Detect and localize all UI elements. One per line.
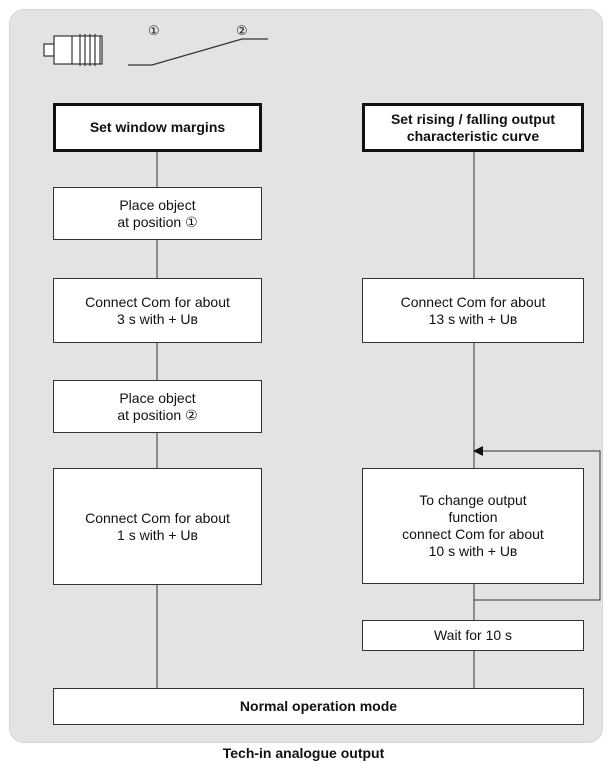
left-flow-title: Set window margins bbox=[53, 103, 262, 152]
step-place-object-2: Place object at position ② bbox=[53, 380, 262, 433]
final-step-text: Normal operation mode bbox=[239, 698, 398, 714]
step-text: Place object at position ① bbox=[117, 196, 198, 230]
step-connect-3s: Connect Com for about 3 s with + Uʙ bbox=[53, 278, 262, 343]
loop-back-line bbox=[474, 450, 601, 601]
step-text: Connect Com for about 3 s with + Uʙ bbox=[85, 293, 230, 327]
step-text: Wait for 10 s bbox=[433, 627, 513, 643]
step-place-object-1: Place object at position ① bbox=[53, 187, 262, 240]
step-connect-13s: Connect Com for about 13 s with + Uʙ bbox=[362, 278, 584, 343]
left-flow-title-text: Set window margins bbox=[89, 119, 226, 135]
right-flow-title-text: Set rising / falling output characterist… bbox=[390, 110, 556, 144]
position-marker-2: ② bbox=[236, 24, 248, 39]
normal-operation-mode-box: Normal operation mode bbox=[53, 688, 584, 725]
position-marker-1: ① bbox=[148, 24, 160, 39]
figure-caption: Tech-in analogue output bbox=[222, 745, 385, 761]
output-curve-icon bbox=[128, 38, 268, 66]
right-flow-title: Set rising / falling output characterist… bbox=[362, 103, 584, 152]
sensor-icon bbox=[43, 34, 103, 66]
loop-arrow-icon bbox=[473, 446, 483, 456]
step-text: Connect Com for about 13 s with + Uʙ bbox=[400, 293, 546, 327]
step-wait-10s: Wait for 10 s bbox=[362, 620, 584, 651]
step-text: To change output function connect Com fo… bbox=[402, 492, 544, 559]
step-text: Place object at position ② bbox=[117, 389, 198, 423]
step-connect-1s: Connect Com for about 1 s with + Uʙ bbox=[53, 468, 262, 585]
step-change-output-function: To change output function connect Com fo… bbox=[362, 468, 584, 584]
step-text: Connect Com for about 1 s with + Uʙ bbox=[85, 509, 230, 543]
